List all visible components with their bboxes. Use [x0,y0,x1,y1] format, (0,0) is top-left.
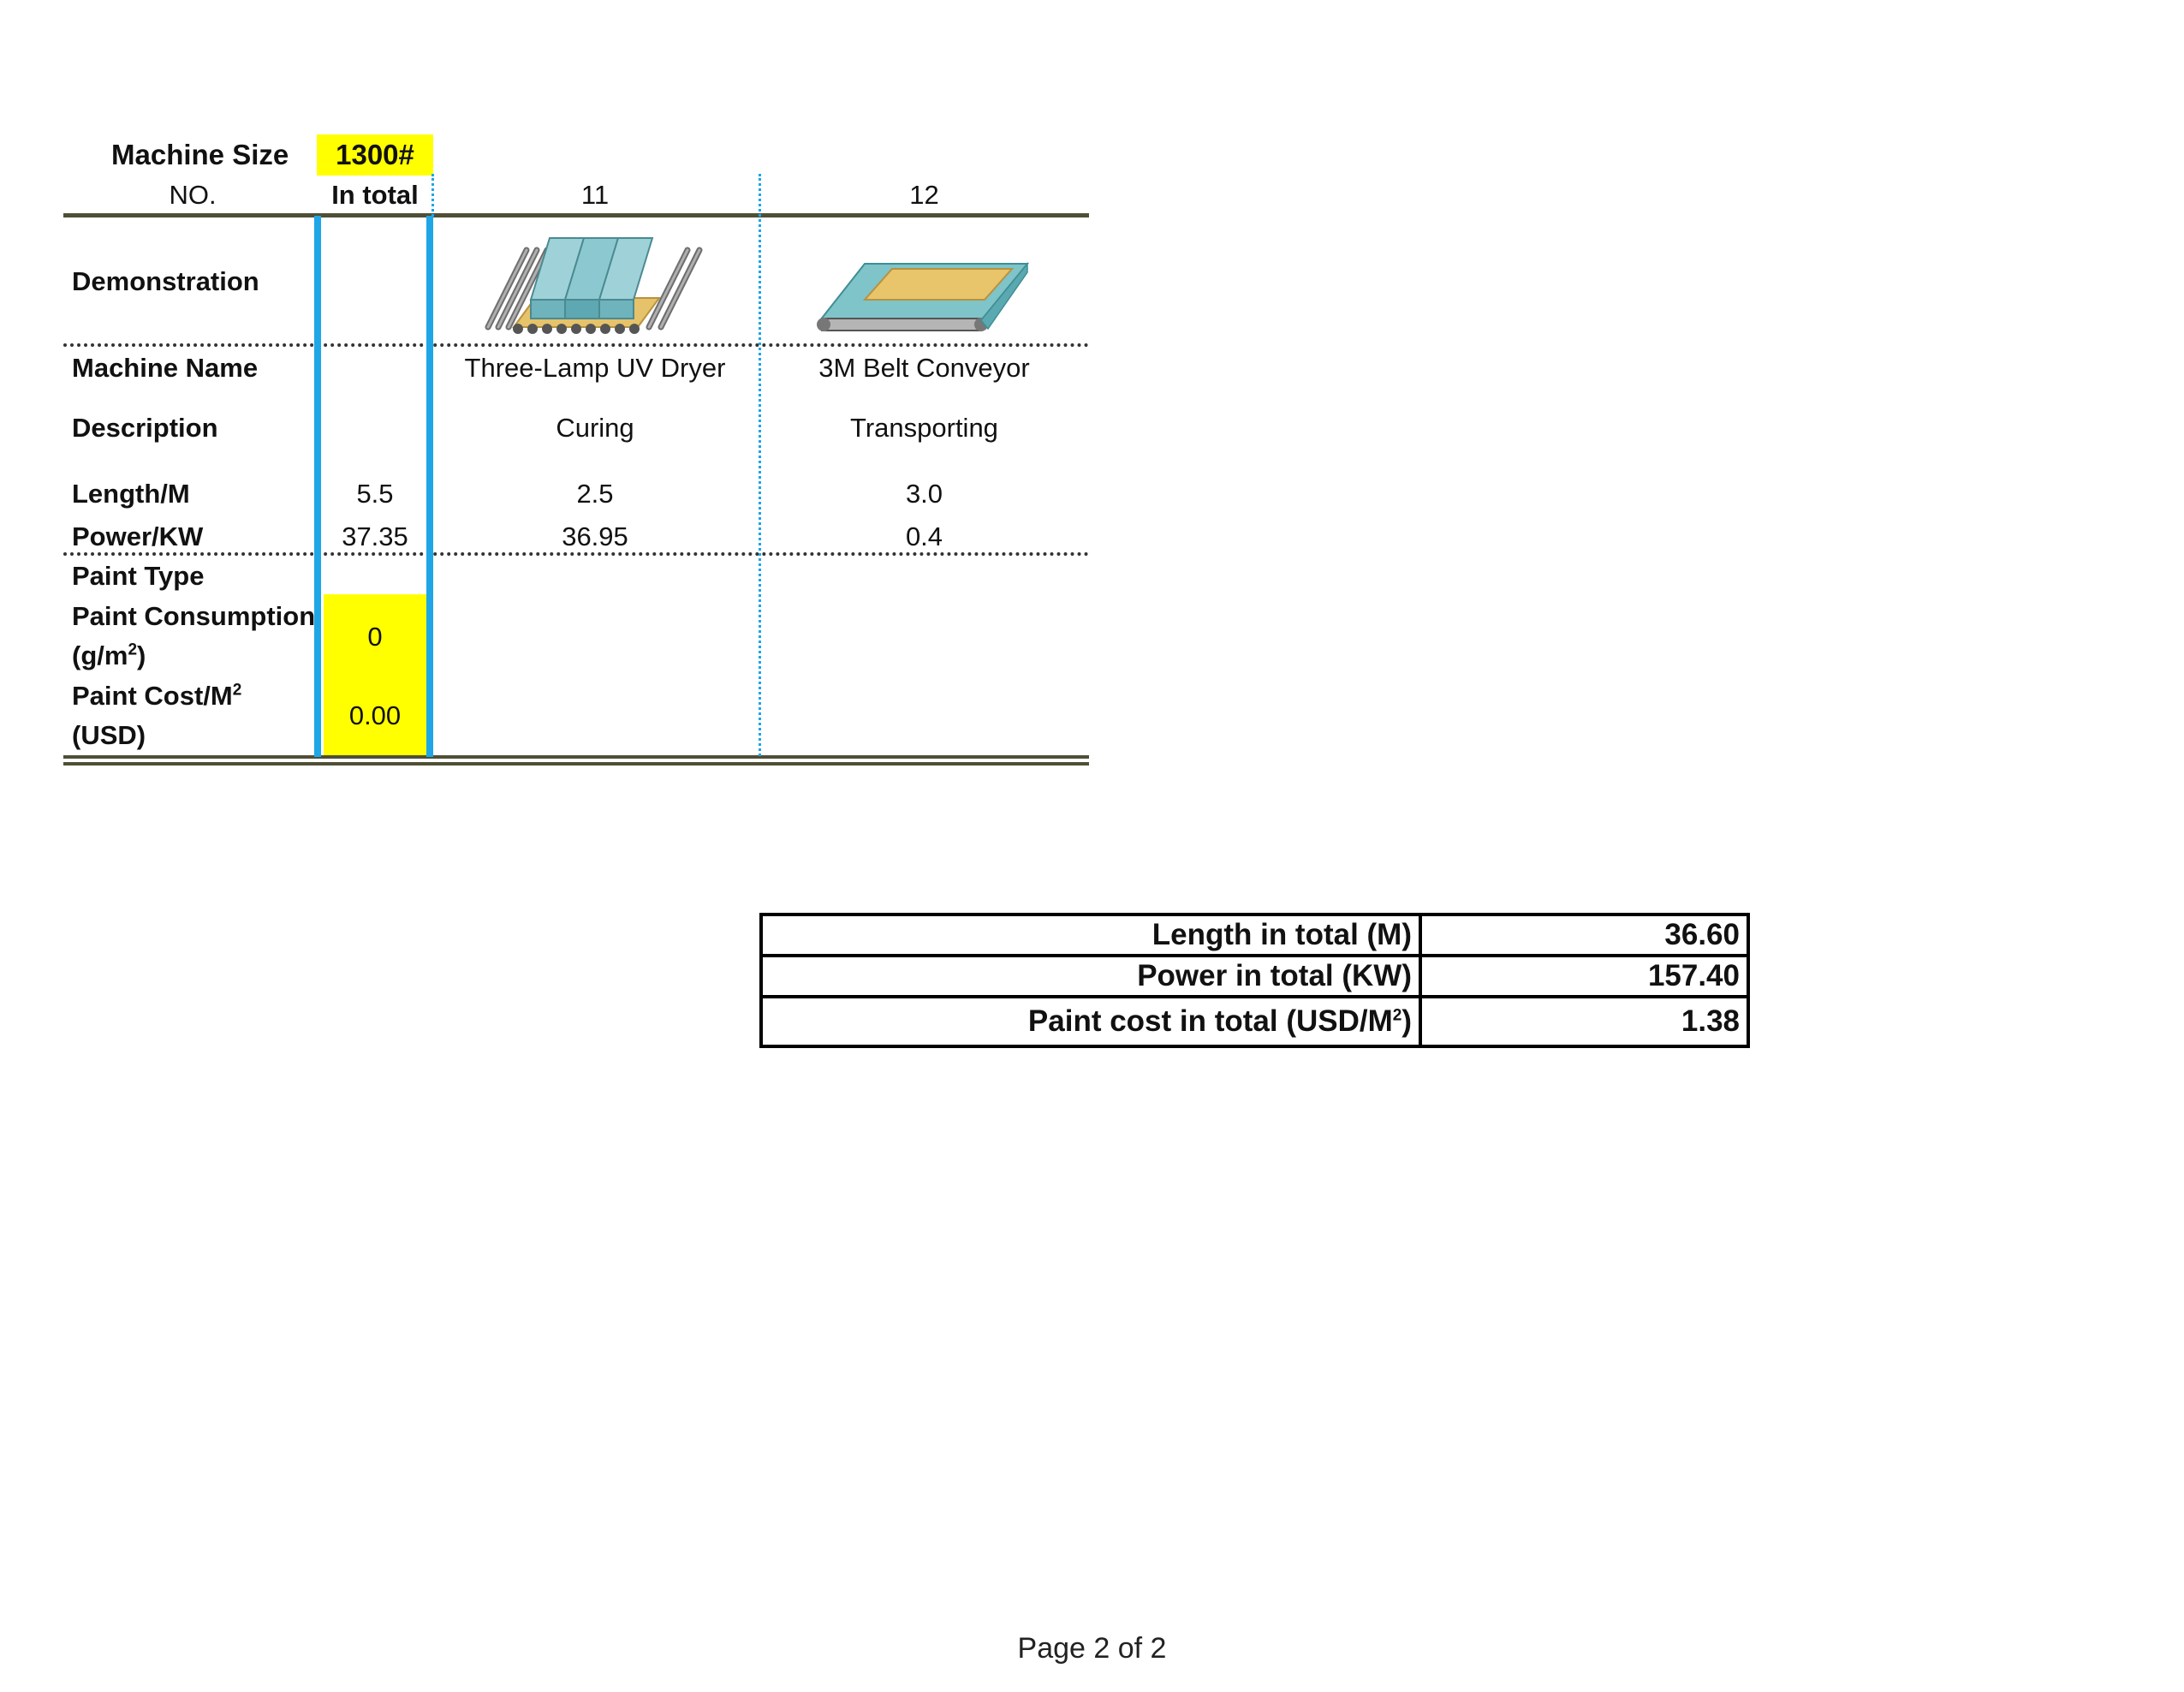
row-label-paint-type: Paint Type [72,561,205,591]
row-label-demonstration: Demonstration [72,266,259,296]
machine-12-name: 3M Belt Conveyor [818,353,1030,383]
machine-12-description: Transporting [850,413,998,443]
summary-length-label: Length in total (M) [759,913,1422,957]
machine-11-length: 2.5 [576,479,614,509]
power-rule [63,552,1089,556]
in-total-label: In total [331,180,419,210]
machine-11-no: 11 [580,180,610,210]
machine-12-no: 12 [909,180,939,210]
in-total-left-line [314,216,321,757]
summary-row-paint: Paint cost in total (USD/M2) 1.38 [759,995,1750,1048]
machine-size-value[interactable]: 1300# [336,139,414,170]
row-label-paint-consumption: Paint Consumption [72,601,316,631]
summary-power-label: Power in total (KW) [759,954,1422,998]
machine-11-power: 36.95 [562,521,628,551]
paint-total-highlight [324,594,426,755]
summary-power-value: 157.40 [1419,954,1750,998]
machine-size-highlight [317,134,433,176]
summary-length-value: 36.60 [1419,913,1750,957]
total-power: 37.35 [342,521,408,551]
header-rule [63,213,1089,217]
summary-row-power: Power in total (KW) 157.40 [759,954,1750,998]
row-label-paint-cost: Paint Cost/M2 [72,681,242,711]
summary-table: Length in total (M) 36.60 Power in total… [759,913,1750,1048]
total-length: 5.5 [356,479,394,509]
column-divider-line [759,174,761,756]
row-label-paint-cost-unit: (USD) [72,720,146,750]
row-label-power: Power/KW [72,521,204,551]
page-number: Page 2 of 2 [1017,1632,1167,1665]
bottom-rule-2 [63,762,1089,766]
belt-conveyor-icon [813,257,1036,334]
uv-dryer-icon [479,231,711,338]
no-label: NO. [169,180,217,210]
machine-size-label: Machine Size [111,139,289,170]
row-label-paint-consumption-unit: (g/m2) [72,640,146,670]
in-total-right-line [426,216,433,757]
demo-rule [63,343,1089,347]
bottom-rule-1 [63,755,1089,759]
machine-11-description: Curing [556,413,634,443]
machine-12-power: 0.4 [905,521,943,551]
total-paint-cost[interactable]: 0.00 [348,700,402,730]
total-paint-consumption[interactable]: 0 [367,622,383,652]
machine-12-length: 3.0 [905,479,943,509]
header-dotted-line [431,174,434,217]
row-label-machine-name: Machine Name [72,353,259,383]
summary-row-length: Length in total (M) 36.60 [759,913,1750,957]
summary-paint-label: Paint cost in total (USD/M2) [759,995,1422,1048]
summary-paint-value: 1.38 [1419,995,1750,1048]
machine-11-name: Three-Lamp UV Dryer [464,353,726,383]
row-label-description: Description [72,413,218,443]
row-label-length: Length/M [72,479,190,509]
